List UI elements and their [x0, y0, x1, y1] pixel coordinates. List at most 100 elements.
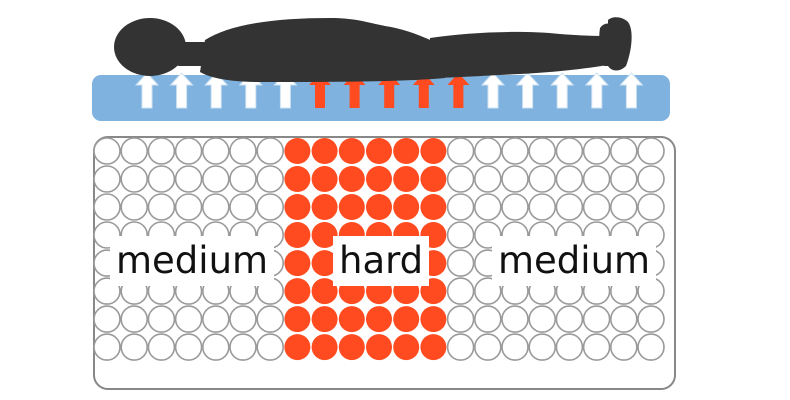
spring-coil-hard — [311, 334, 338, 361]
spring-coil-medium — [174, 165, 203, 193]
spring-coil-medium — [120, 193, 148, 221]
spring-coil-medium — [555, 165, 584, 193]
spring-coil-medium — [446, 305, 475, 333]
spring-coil-medium — [473, 165, 502, 193]
spring-coil-hard — [284, 306, 311, 333]
spring-coil-medium — [202, 137, 230, 165]
spring-coil-medium — [501, 193, 529, 221]
spring-coil-hard — [311, 306, 338, 333]
spring-coil-hard — [284, 250, 311, 277]
spring-coil-hard — [366, 166, 392, 192]
spring-coil-medium — [609, 193, 638, 221]
spring-coil-medium — [174, 137, 203, 165]
spring-coil-hard — [284, 334, 311, 361]
spring-coil-medium — [256, 305, 285, 333]
arrow-up-white-icon — [550, 72, 575, 109]
spring-coil-medium — [446, 277, 475, 305]
spring-coil-hard — [393, 306, 420, 333]
spring-coil-hard — [311, 138, 338, 164]
spring-coil-medium — [637, 165, 665, 193]
spring-coil-medium — [473, 305, 502, 333]
spring-coil-medium — [582, 193, 611, 221]
zone-label-right: medium — [492, 236, 657, 286]
arrow-up-red-icon — [447, 73, 470, 108]
spring-coil-medium — [555, 333, 584, 361]
arrow-up-red-icon — [343, 73, 366, 108]
arrow-up-white-icon — [169, 72, 194, 109]
spring-coil-hard — [338, 306, 365, 333]
spring-coil-medium — [120, 137, 148, 165]
spring-coil-medium — [93, 165, 121, 193]
spring-coil-medium — [501, 165, 529, 193]
spring-coil-medium — [501, 137, 529, 165]
spring-coil-medium — [229, 165, 257, 193]
spring-coil-medium — [555, 305, 584, 333]
spring-coil-hard — [366, 334, 392, 361]
spring-coil-hard — [338, 334, 365, 361]
spring-coil-medium — [528, 305, 557, 333]
arrow-up-red-icon — [412, 73, 435, 108]
spring-coil-medium — [609, 305, 638, 333]
spring-coil-medium — [174, 305, 203, 333]
spring-coil-hard — [366, 306, 392, 333]
spring-coil-medium — [609, 137, 638, 165]
spring-coil-medium — [528, 137, 557, 165]
arrow-up-red-icon — [378, 73, 401, 108]
spring-coil-medium — [147, 305, 176, 333]
spring-coil-medium — [229, 193, 257, 221]
spring-coil-medium — [147, 165, 176, 193]
spring-coil-medium — [256, 165, 285, 193]
spring-coil-medium — [446, 221, 475, 249]
spring-coil-medium — [501, 333, 529, 361]
spring-coil-hard — [284, 138, 311, 164]
spring-coil-hard — [311, 166, 338, 192]
spring-coil-medium — [501, 305, 529, 333]
spring-coil-hard — [284, 194, 311, 220]
spring-coil-hard — [420, 306, 447, 333]
spring-coil-medium — [147, 193, 176, 221]
spring-coil-medium — [555, 193, 584, 221]
arrow-up-white-icon — [515, 72, 540, 109]
spring-coil-medium — [473, 333, 502, 361]
zone-label-middle: hard — [333, 236, 430, 286]
spring-coil-medium — [147, 137, 176, 165]
arrow-up-white-icon — [584, 72, 609, 109]
spring-coil-medium — [229, 305, 257, 333]
spring-coil-medium — [446, 165, 475, 193]
spring-coil-medium — [229, 333, 257, 361]
arrow-up-white-icon — [134, 72, 160, 109]
spring-coil-medium — [446, 193, 475, 221]
spring-coil-hard — [420, 138, 447, 164]
spring-coil-medium — [202, 165, 230, 193]
spring-coil-medium — [256, 193, 285, 221]
spring-coil-medium — [637, 333, 665, 361]
spring-coil-medium — [528, 333, 557, 361]
spring-coil-hard — [393, 138, 420, 164]
spring-coil-medium — [120, 165, 148, 193]
spring-coil-hard — [311, 194, 338, 220]
person-silhouette-icon — [114, 17, 632, 82]
spring-coil-hard — [420, 194, 447, 220]
arrow-up-white-icon — [480, 72, 506, 109]
spring-coil-medium — [93, 305, 121, 333]
spring-coil-hard — [420, 166, 447, 192]
spring-coil-hard — [284, 222, 311, 248]
zone-label-left: medium — [110, 236, 275, 286]
spring-coil-hard — [338, 194, 365, 220]
spring-coil-hard — [338, 166, 365, 192]
spring-coil-hard — [338, 138, 365, 164]
spring-coil-medium — [609, 333, 638, 361]
spring-coil-medium — [93, 333, 121, 361]
spring-coil-medium — [446, 333, 475, 361]
spring-coil-medium — [609, 165, 638, 193]
spring-coil-medium — [555, 137, 584, 165]
spring-coil-medium — [582, 305, 611, 333]
spring-coil-medium — [93, 137, 121, 165]
spring-coil-medium — [446, 137, 475, 165]
spring-coil-medium — [147, 333, 176, 361]
spring-coil-hard — [366, 194, 392, 220]
spring-coil-medium — [528, 193, 557, 221]
spring-coil-medium — [202, 333, 230, 361]
spring-coil-medium — [637, 193, 665, 221]
